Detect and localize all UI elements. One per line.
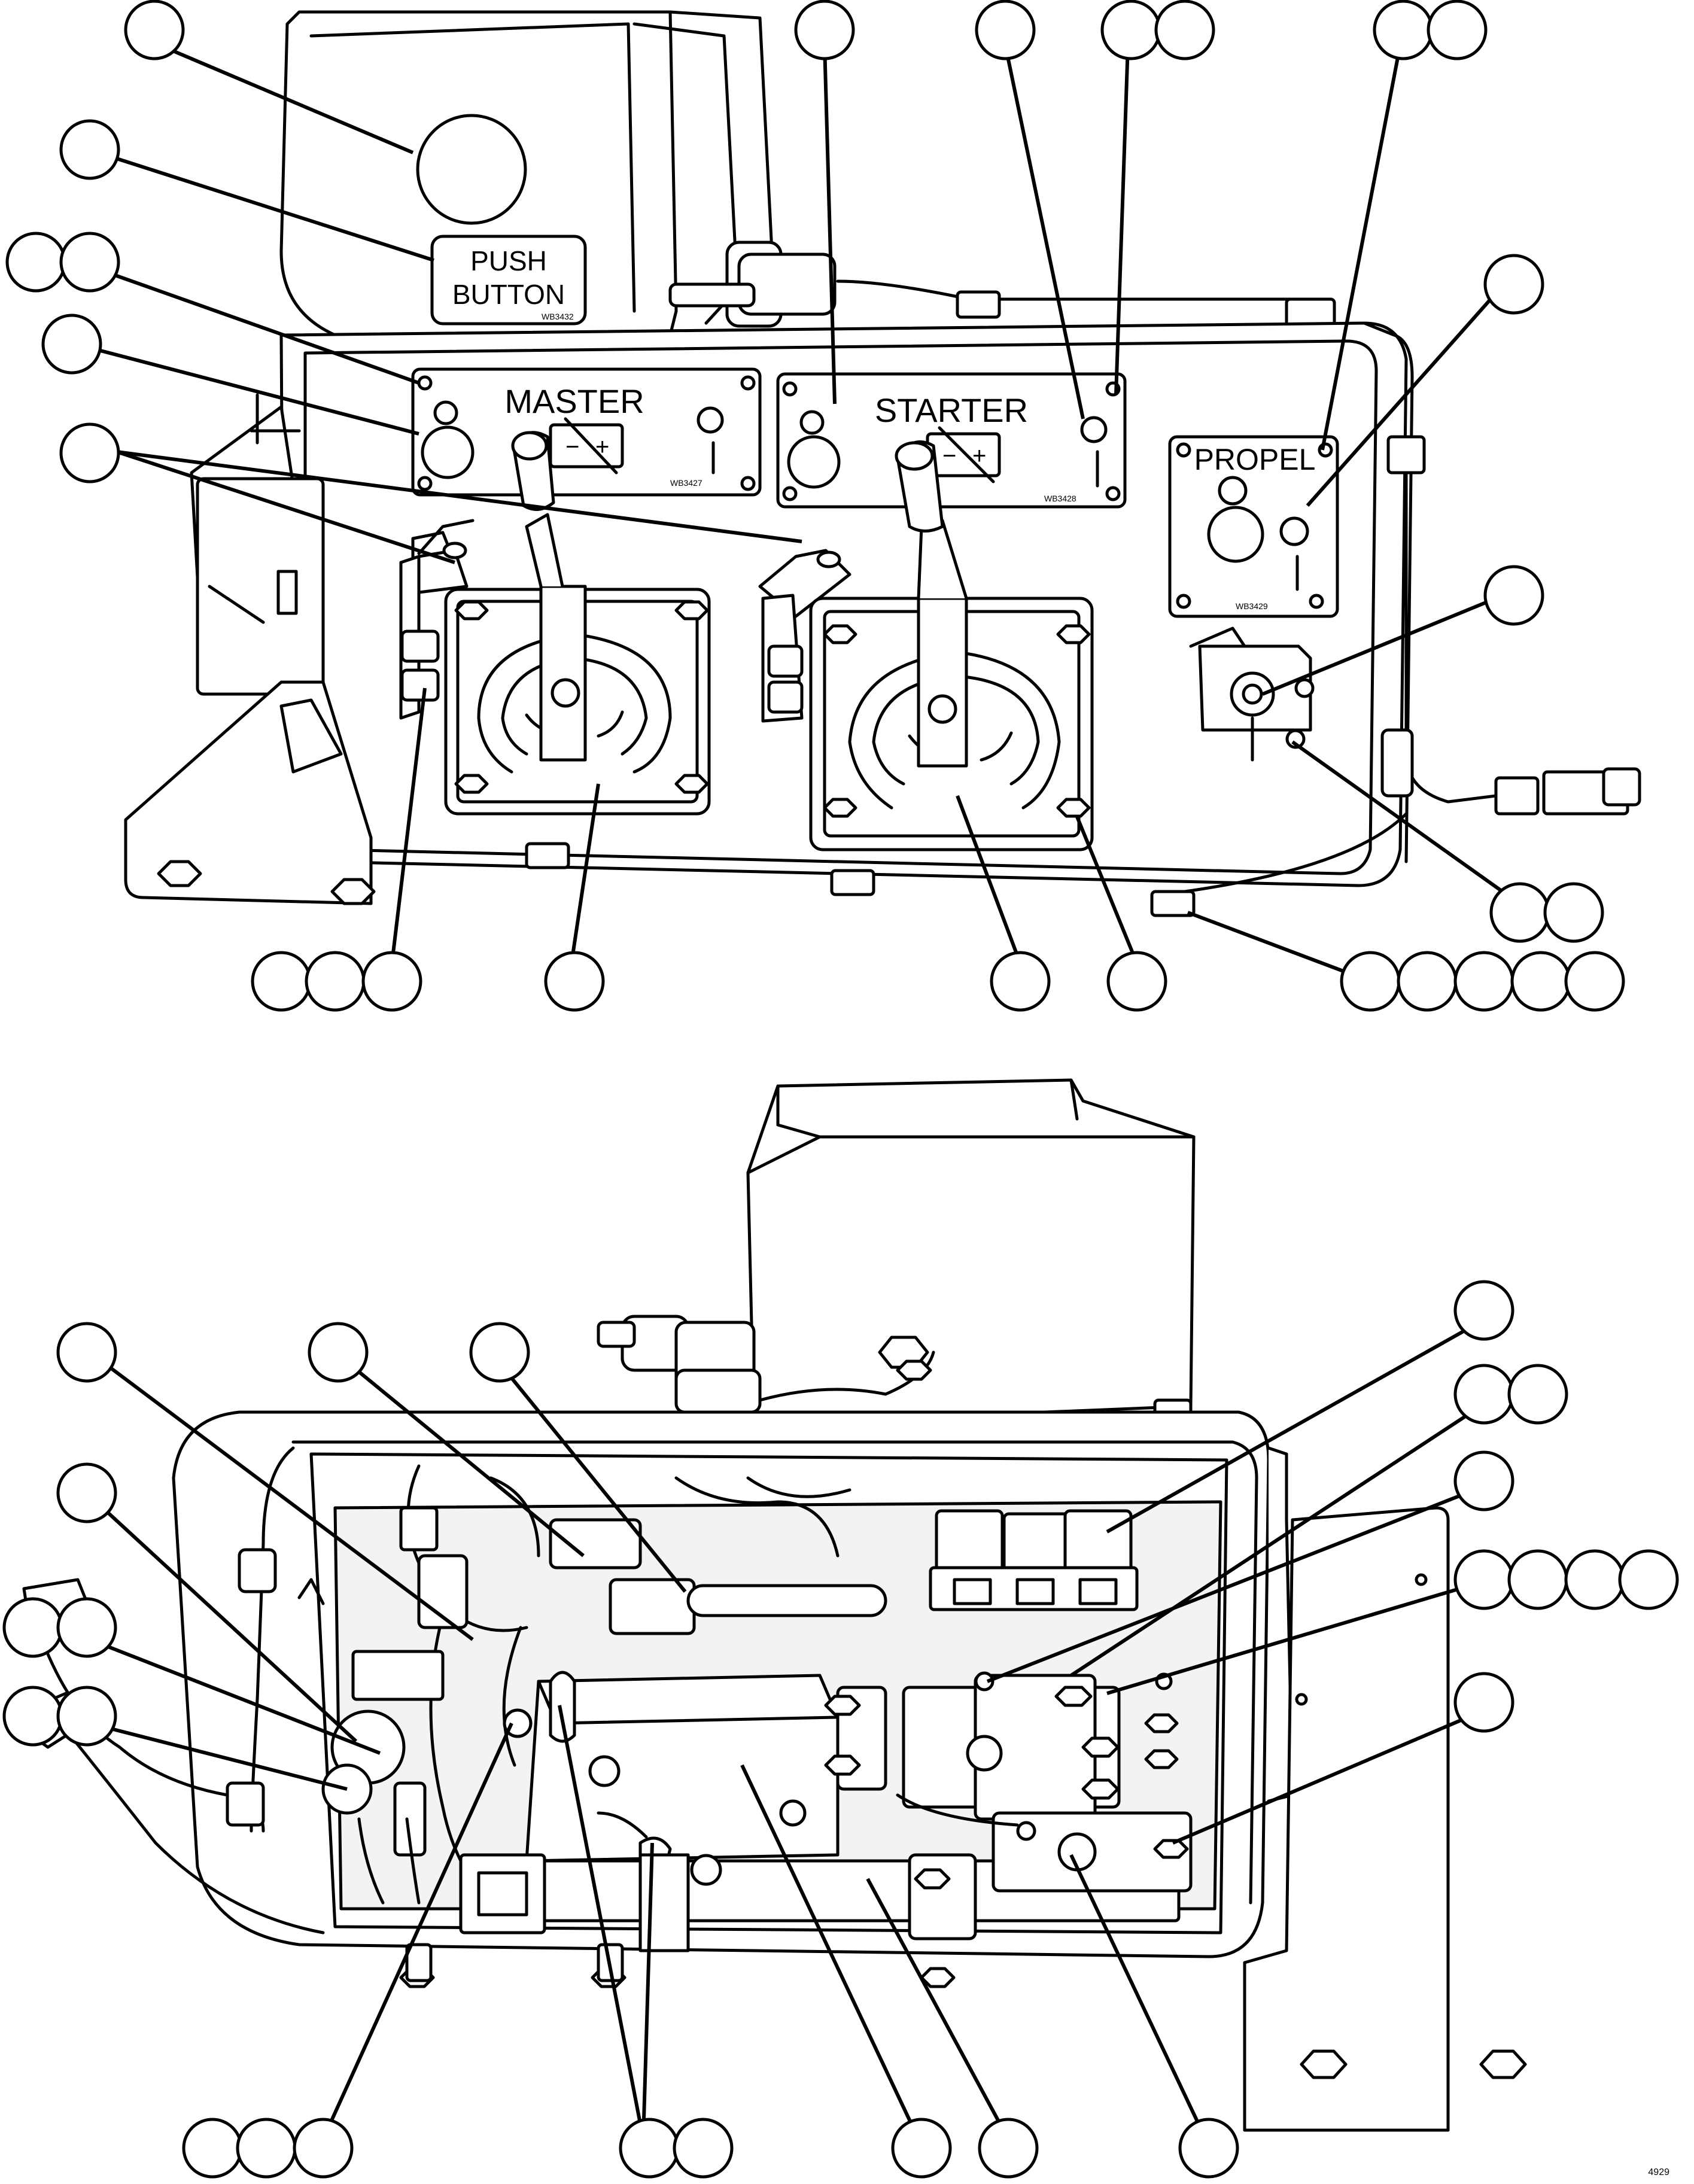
relay-icon	[929, 1509, 1139, 1611]
hex-nut	[824, 1695, 861, 1716]
starter-switch[interactable]	[758, 440, 1094, 851]
hex-nut	[1144, 1749, 1179, 1769]
hex-nut	[674, 774, 709, 794]
hex-nut	[823, 798, 857, 818]
svg-text:−: −	[942, 443, 956, 469]
push-button-decal	[430, 235, 587, 326]
hex-nut	[1153, 1839, 1189, 1859]
upper-callouts	[5, 0, 1625, 1012]
hex-nut	[1479, 2049, 1527, 2079]
push-button-label-line2: BUTTON	[452, 279, 565, 310]
push-button-label-line1: PUSH	[470, 245, 547, 276]
lower-solenoid	[597, 1315, 935, 1414]
hex-nut	[157, 860, 202, 887]
master-label: MASTER	[504, 382, 644, 420]
starter-lamp	[1080, 416, 1108, 443]
master-lamp	[697, 406, 724, 434]
starter-code: WB3428	[1044, 494, 1076, 503]
hex-nut	[454, 600, 489, 620]
lower-callouts	[2, 1280, 1679, 2179]
propel-decal: PROPEL WB3429	[1168, 435, 1339, 618]
push-button-cover: PUSH BUTTON WB3432	[279, 10, 774, 337]
master-indicator-lens	[421, 425, 475, 479]
hex-nut	[1056, 624, 1091, 644]
master-indicator	[433, 400, 458, 425]
propel-key-switch[interactable]	[1189, 626, 1315, 762]
hex-nut	[823, 624, 857, 644]
hex-nut	[674, 600, 709, 620]
push-button-code: WB3432	[542, 312, 574, 321]
master-decal: MASTER WB3427 − +	[411, 367, 762, 497]
propel-code: WB3429	[1236, 601, 1268, 611]
battery-icon: − +	[926, 426, 1001, 483]
hex-nut	[454, 774, 489, 794]
propel-label: PROPEL	[1194, 443, 1316, 476]
hex-nut	[330, 878, 376, 905]
upper-view: PUSH BUTTON WB3432	[5, 0, 1641, 1012]
hex-nut	[1056, 798, 1091, 818]
master-disconnect-switch[interactable]	[399, 431, 711, 816]
bolt-icon	[588, 1755, 621, 1787]
bolt-icon	[927, 694, 957, 724]
bolt-icon	[551, 678, 580, 708]
hex-nut	[1081, 1778, 1120, 1800]
battery-icon: − +	[549, 417, 624, 474]
svg-text:+: +	[972, 443, 986, 469]
propel-indicator-lens	[1207, 506, 1264, 563]
starter-label: STARTER	[875, 391, 1028, 429]
lower-interior	[321, 1464, 1193, 1988]
bolt-icon	[966, 1735, 1003, 1772]
bolt-icon	[690, 1854, 722, 1886]
bolt-icon	[779, 1799, 807, 1827]
starter-indicator-lens	[787, 435, 841, 489]
hex-nut	[1144, 1713, 1179, 1733]
svg-text:−: −	[565, 434, 579, 460]
hex-nut	[824, 1754, 861, 1776]
starter-decal: STARTER WB3428 − +	[776, 372, 1127, 509]
hex-nut	[914, 1868, 951, 1890]
starter-indicator	[799, 410, 825, 435]
propel-lamp	[1279, 516, 1309, 546]
figure-code: 4929	[1648, 2167, 1669, 2177]
lower-view	[2, 1078, 1679, 2179]
lower-top-cover	[746, 1078, 1196, 1426]
master-code: WB3427	[670, 478, 702, 488]
hex-nut	[1081, 1736, 1120, 1758]
left-bracket	[124, 393, 376, 905]
hex-nut	[1054, 1686, 1093, 1707]
push-button[interactable]	[416, 114, 527, 225]
propel-indicator	[1218, 476, 1248, 506]
hex-nut	[1300, 2049, 1348, 2079]
hex-nut	[920, 1967, 956, 1988]
top-solenoid	[668, 241, 1336, 331]
